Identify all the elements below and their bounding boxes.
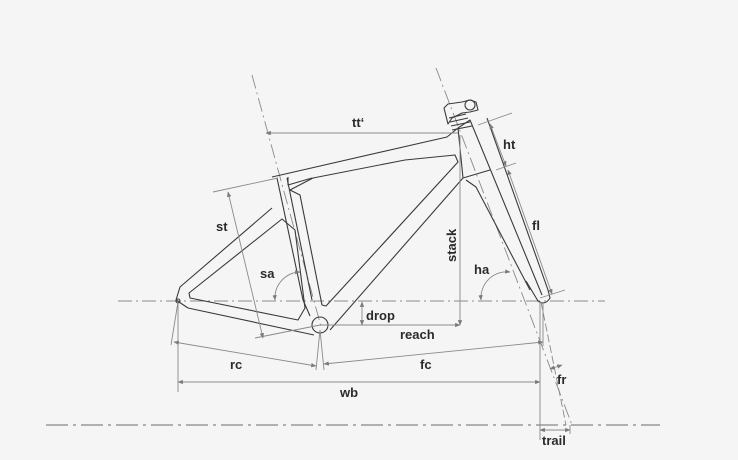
steering-axis <box>435 67 573 426</box>
label-rear-center: rc <box>230 357 242 372</box>
label-fork-rake: fr <box>557 372 566 387</box>
dimensions <box>170 112 571 440</box>
label-top-tube: tt‘ <box>352 115 364 130</box>
seat-tube-axis <box>251 74 323 331</box>
label-wheelbase: wb <box>339 385 358 400</box>
label-head-tube: ht <box>503 137 516 152</box>
label-seat-angle: sa <box>260 266 275 281</box>
label-head-angle: ha <box>474 262 490 277</box>
label-drop: drop <box>366 308 395 323</box>
label-trail: trail <box>542 433 566 448</box>
label-stack: stack <box>444 228 459 262</box>
label-fork-length: fl <box>532 218 540 233</box>
label-reach: reach <box>400 327 435 342</box>
label-front-center: fc <box>420 357 432 372</box>
stem-clamp <box>464 99 476 111</box>
label-seat-tube: st <box>216 219 228 234</box>
